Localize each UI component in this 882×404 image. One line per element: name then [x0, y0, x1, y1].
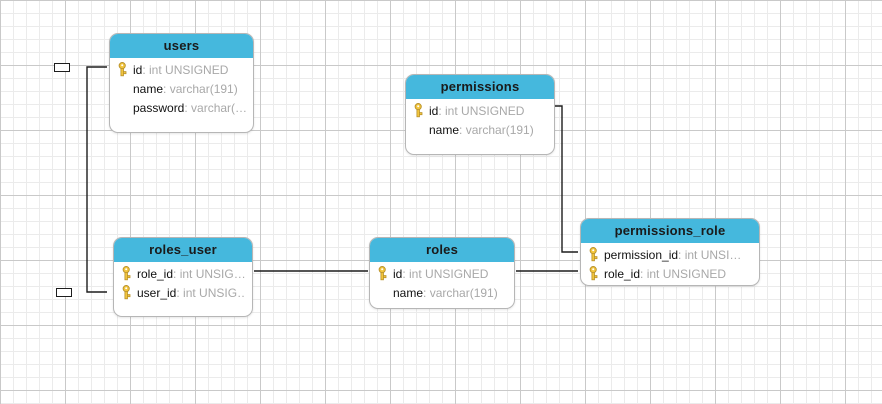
key-slot-filled [585, 265, 602, 282]
key-slot-filled [410, 102, 427, 119]
table-header-permissions[interactable]: permissions [406, 75, 554, 99]
column-row[interactable]: name: varchar(191) [110, 79, 253, 98]
table-columns-roles_user: role_id: int UNSIG…user_id: int UNSIG… [114, 262, 252, 302]
primary-key-icon [118, 62, 127, 77]
column-text: role_id: int UNSIGNED [604, 267, 726, 281]
column-name: name [133, 81, 164, 96]
column-type: varchar(191) [429, 285, 498, 300]
column-separator: : [176, 285, 184, 300]
table-header-roles_user[interactable]: roles_user [114, 238, 252, 262]
table-columns-users: id: int UNSIGNED name: varchar(191) passwo… [110, 58, 253, 117]
column-row[interactable]: role_id: int UNSIG… [114, 264, 252, 283]
primary-key-icon [378, 266, 387, 281]
column-text: password: varchar(… [133, 101, 247, 115]
column-type: varchar(191) [465, 122, 534, 137]
key-slot-filled [374, 265, 391, 282]
column-type: int UNSI… [684, 247, 742, 262]
column-text: name: varchar(191) [429, 123, 534, 137]
column-type: int UNSIGNED [149, 62, 229, 77]
column-text: id: int UNSIGNED [133, 63, 228, 77]
table-columns-permissions: id: int UNSIGNED name: varchar(191) [406, 99, 554, 139]
column-name: id [393, 266, 403, 281]
table-permissions[interactable]: permissions id: int UNSIGNED name: varchar… [405, 74, 555, 155]
primary-key-icon [122, 266, 131, 281]
column-separator: : [402, 266, 410, 281]
column-text: id: int UNSIGNED [393, 267, 488, 281]
endpoint-roles_user-user_id[interactable] [56, 288, 72, 297]
column-name: role_id [137, 266, 174, 281]
column-separator: : [678, 247, 685, 262]
column-name: password [133, 100, 185, 115]
column-type: varchar(191) [169, 81, 238, 96]
column-name: name [429, 122, 460, 137]
table-header-permissions_role[interactable]: permissions_role [581, 219, 759, 243]
table-header-users[interactable]: users [110, 34, 253, 58]
column-name: id [133, 62, 143, 77]
column-name: permission_id [604, 247, 679, 262]
column-type: int UNSIGNED [409, 266, 489, 281]
column-text: name: varchar(191) [393, 286, 498, 300]
column-row[interactable]: role_id: int UNSIGNED [581, 264, 759, 283]
column-row[interactable]: id: int UNSIGNED [370, 264, 514, 283]
key-slot-filled [118, 265, 135, 282]
column-type: int UNSIG… [179, 266, 246, 281]
column-name: name [393, 285, 424, 300]
primary-key-icon [589, 247, 598, 262]
column-row[interactable]: user_id: int UNSIG… [114, 283, 252, 302]
column-text: role_id: int UNSIG… [137, 267, 246, 281]
column-row[interactable]: id: int UNSIGNED [110, 60, 253, 79]
column-type: int UNSIGNED [646, 266, 727, 281]
key-slot-empty [114, 80, 131, 97]
column-separator: : [423, 285, 430, 300]
column-text: user_id: int UNSIG… [137, 286, 246, 300]
column-separator: : [173, 266, 180, 281]
table-columns-permissions_role: permission_id: int UNSI… role_id: int UNS… [581, 243, 759, 283]
table-users[interactable]: users id: int UNSIGNED name: varchar(191) p… [109, 33, 254, 133]
column-separator: : [640, 266, 647, 281]
column-type: int UNSIG… [183, 285, 246, 300]
primary-key-icon [122, 285, 131, 300]
column-name: user_id [137, 285, 177, 300]
key-slot-filled [114, 61, 131, 78]
column-row[interactable]: id: int UNSIGNED [406, 101, 554, 120]
column-separator: : [142, 62, 150, 77]
column-text: permission_id: int UNSI… [604, 248, 741, 262]
table-header-roles[interactable]: roles [370, 238, 514, 262]
column-row[interactable]: password: varchar(… [110, 98, 253, 117]
column-separator: : [438, 103, 446, 118]
column-separator: : [163, 81, 170, 96]
column-name: id [429, 103, 439, 118]
key-slot-filled [118, 284, 135, 301]
endpoint-users-id[interactable] [54, 63, 70, 72]
column-row[interactable]: permission_id: int UNSI… [581, 245, 759, 264]
column-row[interactable]: name: varchar(191) [406, 120, 554, 139]
key-slot-empty [114, 99, 131, 116]
column-type: varchar(… [191, 100, 247, 115]
column-type: int UNSIGNED [445, 103, 525, 118]
column-separator: : [184, 100, 192, 115]
column-text: id: int UNSIGNED [429, 104, 524, 118]
column-row[interactable]: name: varchar(191) [370, 283, 514, 302]
column-name: role_id [604, 266, 641, 281]
key-slot-empty [410, 121, 427, 138]
key-slot-empty [374, 284, 391, 301]
primary-key-icon [414, 103, 423, 118]
relationship-line[interactable] [86, 66, 107, 293]
column-text: name: varchar(191) [133, 82, 238, 96]
column-separator: : [459, 122, 466, 137]
table-columns-roles: id: int UNSIGNED name: varchar(191) [370, 262, 514, 302]
primary-key-icon [589, 266, 598, 281]
table-roles[interactable]: roles id: int UNSIGNED name: varchar(191) [369, 237, 515, 309]
relationship-line[interactable] [555, 105, 578, 253]
key-slot-filled [585, 246, 602, 263]
